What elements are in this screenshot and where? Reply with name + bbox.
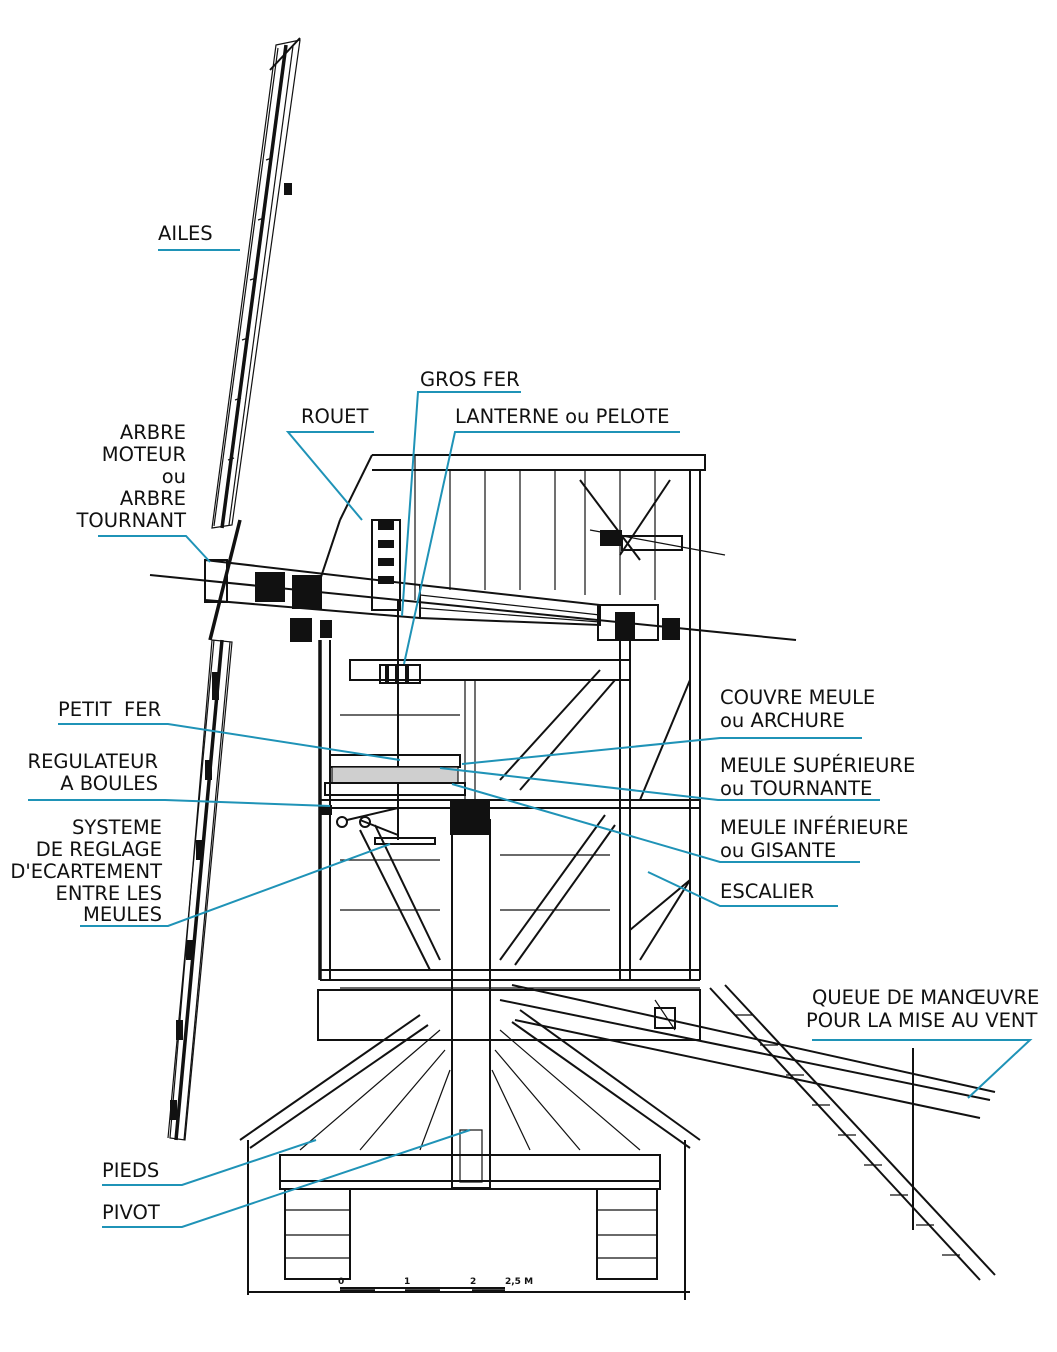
- label-ailes: AILES: [158, 222, 213, 245]
- leader-couvre-meule: [461, 737, 862, 765]
- svg-text:ENTRE LES: ENTRE LES: [56, 882, 162, 905]
- scale-tick-3: 2,5 M: [505, 1277, 533, 1287]
- leader-pivot: [102, 1129, 471, 1228]
- tailpole-drawing: [499, 984, 996, 1281]
- svg-text:ARBRE: ARBRE: [120, 487, 186, 510]
- label-lanterne: LANTERNE ou PELOTE: [455, 405, 669, 428]
- scale-tick-1: 1: [404, 1277, 410, 1287]
- label-arbre: ARBRE MOTEUR ou ARBRE TOURNANT: [75, 421, 186, 532]
- leader-rouet: [285, 431, 374, 521]
- cabin-drawing: [290, 454, 726, 989]
- svg-text:ARBRE: ARBRE: [120, 421, 186, 444]
- svg-text:ou TOURNANTE: ou TOURNANTE: [720, 777, 872, 800]
- svg-text:A BOULES: A BOULES: [60, 772, 158, 795]
- scale-tick-2: 2: [470, 1277, 476, 1287]
- leader-lanterne: [403, 431, 680, 665]
- svg-text:TOURNANT: TOURNANT: [75, 509, 186, 532]
- label-petit-fer: PETIT FER: [58, 698, 161, 721]
- leader-lines: [28, 249, 1033, 1228]
- label-queue: QUEUE DE MANŒUVRE POUR LA MISE AU VENT: [806, 986, 1039, 1032]
- svg-text:SYSTEME: SYSTEME: [72, 816, 162, 839]
- labels: AILES ROUET GROS FER LANTERNE ou PELOTE …: [10, 222, 1039, 1224]
- svg-text:MOTEUR: MOTEUR: [102, 443, 186, 466]
- svg-text:ou GISANTE: ou GISANTE: [720, 839, 836, 862]
- scale-bar: 0 1 2 2,5 M: [338, 1277, 533, 1293]
- svg-text:D'ECARTEMENT: D'ECARTEMENT: [10, 860, 162, 883]
- leader-meule-inf: [451, 783, 860, 863]
- svg-text:MEULES: MEULES: [83, 903, 162, 926]
- label-meule-inferieure: MEULE INFÉRIEURE ou GISANTE: [720, 816, 908, 862]
- svg-text:COUVRE MEULE: COUVRE MEULE: [720, 686, 875, 709]
- svg-text:ou ARCHURE: ou ARCHURE: [720, 709, 845, 732]
- label-pivot: PIVOT: [102, 1201, 160, 1224]
- svg-text:MEULE INFÉRIEURE: MEULE INFÉRIEURE: [720, 816, 908, 839]
- leader-gros-fer: [401, 391, 521, 617]
- label-systeme: SYSTEME DE REGLAGE D'ECARTEMENT ENTRE LE…: [10, 816, 162, 926]
- leader-escalier: [647, 871, 838, 907]
- leader-petit-fer: [58, 723, 401, 761]
- label-meule-superieure: MEULE SUPÉRIEURE ou TOURNANTE: [720, 754, 915, 800]
- leader-regulateur: [28, 799, 331, 807]
- leader-meule-sup: [439, 767, 880, 801]
- label-gros-fer: GROS FER: [420, 368, 520, 391]
- svg-text:ou: ou: [162, 465, 186, 488]
- sails-drawing: [167, 37, 301, 1141]
- leader-pieds: [102, 1139, 317, 1186]
- svg-text:MEULE SUPÉRIEURE: MEULE SUPÉRIEURE: [720, 754, 915, 777]
- trestle-drawing: [239, 819, 701, 1300]
- label-escalier: ESCALIER: [720, 880, 814, 903]
- label-couvre-meule: COUVRE MEULE ou ARCHURE: [720, 686, 875, 732]
- leader-arbre: [98, 535, 211, 563]
- svg-text:QUEUE DE MANŒUVRE: QUEUE DE MANŒUVRE: [812, 986, 1039, 1009]
- svg-text:DE REGLAGE: DE REGLAGE: [36, 838, 162, 861]
- scale-tick-0: 0: [338, 1277, 344, 1287]
- leader-systeme: [80, 843, 391, 927]
- label-regulateur: REGULATEUR A BOULES: [28, 750, 158, 795]
- svg-text:POUR LA MISE AU VENT: POUR LA MISE AU VENT: [806, 1009, 1038, 1032]
- svg-text:REGULATEUR: REGULATEUR: [28, 750, 158, 773]
- label-rouet: ROUET: [301, 405, 368, 428]
- leader-queue: [812, 1039, 1033, 1099]
- label-pieds: PIEDS: [102, 1159, 159, 1182]
